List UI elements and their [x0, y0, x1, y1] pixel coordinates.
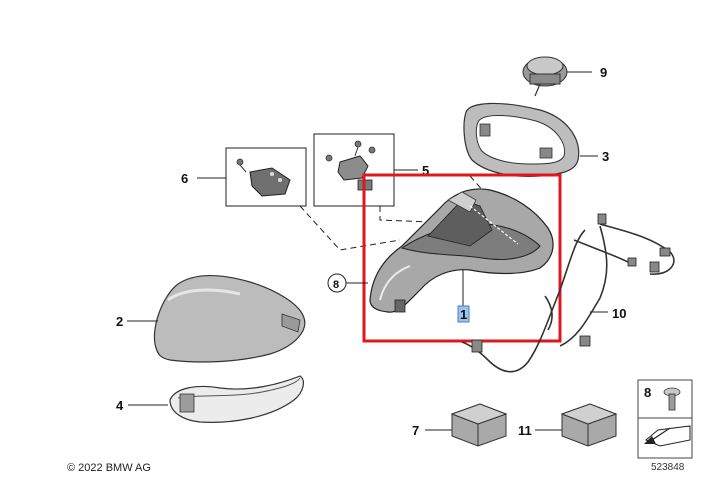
orientation-arrow-icon — [644, 425, 691, 447]
screw-icon — [663, 387, 681, 411]
part-6-bracket[interactable] — [236, 158, 291, 197]
selected-label-bg — [457, 305, 470, 323]
harness-connectors — [471, 213, 671, 353]
copyright-text: © 2022 BMW AG — [67, 462, 151, 474]
legend-box: 8 — [637, 379, 693, 459]
legend-screw-number: 8 — [644, 385, 651, 400]
part-3-mirror-frame[interactable] — [463, 102, 580, 177]
part-9-mirror-motor[interactable] — [522, 56, 568, 97]
callout-5[interactable]: 5 — [422, 163, 429, 178]
highlight-box — [362, 173, 562, 343]
part-7-package[interactable] — [450, 403, 508, 447]
callout-9[interactable]: 9 — [600, 65, 607, 80]
document-number: 523848 — [651, 462, 685, 473]
callout-7[interactable]: 7 — [412, 423, 419, 438]
part-1-mirror-assembly[interactable] — [369, 188, 554, 313]
callout-4[interactable]: 4 — [116, 398, 124, 413]
callout-6[interactable]: 6 — [181, 171, 188, 186]
callout-10[interactable]: 10 — [612, 306, 626, 321]
part-4-turn-signal[interactable] — [169, 375, 304, 423]
callout-1[interactable]: 1 — [460, 307, 467, 322]
part-11-package[interactable] — [560, 403, 618, 447]
callout-11[interactable]: 11 — [518, 423, 532, 438]
callout-3[interactable]: 3 — [602, 149, 609, 164]
callout-8[interactable]: 8 — [333, 279, 339, 291]
callout-2[interactable]: 2 — [116, 314, 123, 329]
part-2-mirror-cap[interactable] — [153, 274, 306, 363]
